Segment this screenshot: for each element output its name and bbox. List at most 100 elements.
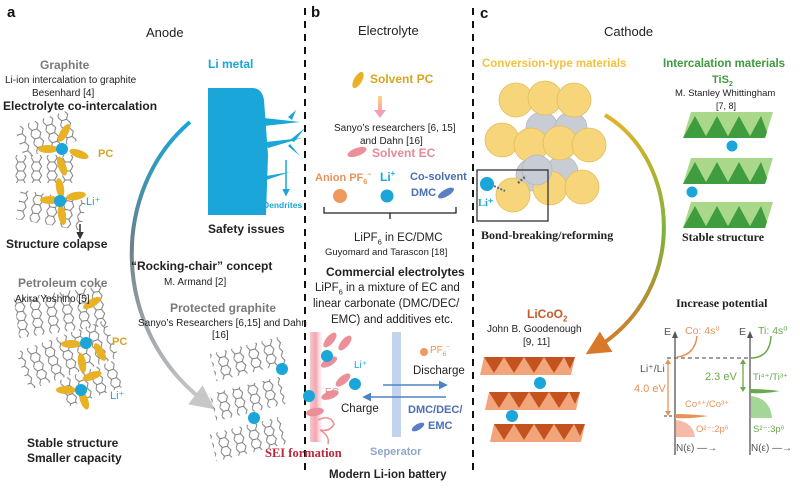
dmc-molecule-icon (438, 187, 454, 199)
tis2-formula: TiS2 (712, 74, 733, 89)
pc-label-2: PC (112, 336, 128, 348)
battery-ec-label: EC (325, 387, 339, 398)
whittingham-ref-2: [7, 8] (716, 101, 737, 111)
graphite-title: Graphite (40, 58, 90, 72)
li-ion-icon (276, 363, 288, 375)
petroleum-coke-illustration (13, 285, 123, 410)
anode-evolution-arrow (129, 120, 215, 410)
ti-axis-e-label: E (739, 326, 747, 338)
ti-4s-level-label: Ti: 4s⁰ (758, 325, 788, 337)
sei-layer (310, 332, 322, 442)
protected-graphite-title: Protected graphite (170, 301, 277, 315)
intercalation-materials-title: Intercalation materials (663, 58, 786, 70)
solvent-pc-molecule-icon (352, 71, 364, 89)
panel-b-letter: b (311, 4, 321, 21)
dmc-dec-label: DMC/DEC/ (408, 404, 463, 416)
li-ion-icon (321, 350, 333, 362)
petroleum-coke-title: Petroleum coke (18, 276, 108, 290)
pc-label: PC (98, 148, 114, 160)
anode-title: Anode (146, 25, 184, 40)
goodenough-ref: John B. Goodenough (487, 324, 582, 335)
charge-label: Charge (341, 403, 379, 415)
modern-li-ion-battery-caption: Modern Li-ion battery (329, 469, 447, 481)
bond-breaking-caption: Bond-breaking/reforming (481, 228, 614, 242)
sanyo-ref: Sanyo’s researchers [6, 15] (334, 123, 456, 134)
commercial-line-1-post: in a mixture of EC and (342, 282, 460, 294)
smaller-capacity-caption: Smaller capacity (27, 451, 122, 465)
panel-a-letter: a (7, 4, 16, 21)
pc-to-ec-arrow (378, 96, 382, 112)
bond-zoom-box (476, 169, 549, 222)
anion-sup: − (367, 170, 372, 179)
pf6-text: PF (430, 345, 443, 356)
li-ion-icon (54, 195, 66, 207)
li-ion-icon (480, 177, 494, 191)
co-axis-e-label: E (664, 326, 672, 338)
li-ion-icon (726, 140, 738, 152)
lipf6-text: LiPF (354, 232, 378, 244)
li-ion-icon (80, 337, 92, 349)
li-ion-icon (248, 412, 260, 424)
rocking-chair-ref: M. Armand [2] (164, 277, 227, 288)
structure-collapse-caption: Structure colapse (6, 237, 108, 251)
commercial-electrolytes-title: Commercial electrolytes (326, 265, 465, 279)
graphite-desc: Li-ion intercalation to graphite (5, 75, 137, 86)
stable-structure-cathode-caption: Stable structure (682, 230, 765, 244)
protected-graphite-ref: Sanyo’s Researchers [6,15] and Dahn (138, 318, 307, 329)
cathode-title: Cathode (604, 24, 654, 39)
petroleum-coke-ref: Akira Yoshino [5] (15, 294, 90, 305)
commercial-lipf6: LiPF (315, 282, 339, 294)
cointercalation-heading: Electrolyte co-intercalation (3, 99, 158, 113)
tis2-layers-illustration (683, 112, 773, 228)
anion-pf6-label: Anion PF6− (315, 170, 372, 187)
sanyo-ref-2: and Dahn [16] (360, 136, 423, 147)
conversion-material-illustration (476, 80, 607, 222)
li-reference-label: Li⁺/Li (640, 363, 665, 375)
licoo2-layers-illustration (480, 357, 585, 442)
goodenough-ref-2: [9, 11] (523, 337, 551, 348)
safety-issues-caption: Safety issues (208, 222, 285, 236)
co-dos-axis-label: N(ε) —→ (676, 443, 718, 454)
li-ion-icon (75, 384, 87, 396)
commercial-line-2: linear carbonate (DMC/DEC/ (313, 298, 460, 310)
li-ion-icon (534, 377, 546, 389)
dmc-label: DMC (411, 187, 437, 199)
energy-level-diagram (664, 331, 780, 455)
cosolvent-label: Co-solvent (410, 171, 467, 183)
lipf6-sub: 6 (377, 237, 382, 247)
licoo2-text: LiCoO (527, 307, 563, 321)
guyomard-ref: Guyomard and Tarascon [18] (325, 247, 448, 258)
li-ion-icon (349, 378, 361, 390)
sei-formation-label: SEI formation (265, 446, 342, 460)
li-text: Li (380, 170, 391, 184)
battery-pf6-label: PF6− (430, 344, 450, 358)
ti-gap-label: 2.3 eV (705, 371, 737, 383)
graphite-cointercalation-illustration (14, 109, 89, 240)
li-ion-icon (303, 390, 315, 402)
pf6-sub: 6 (442, 351, 447, 358)
cathode-evolution-arrow (585, 113, 666, 355)
co-couple-label: Co⁴⁺/Co³⁺ (685, 399, 730, 410)
separator-label: Seperator (370, 446, 422, 458)
whittingham-ref: M. Stanley Whittingham (675, 88, 776, 99)
li-sup: + (390, 169, 396, 178)
anion-sub: 6 (363, 178, 368, 187)
conversion-type-title: Conversion-type materials (482, 58, 627, 70)
li-ion-icon (380, 189, 394, 203)
protected-graphite-ref-2: [16] (212, 330, 229, 341)
li-label: Li⁺ (86, 196, 101, 208)
li-ion-icon (506, 410, 518, 422)
o-2p-band-label: O²⁻:2p⁶ (696, 424, 729, 435)
commercial-lipf6-sub: 6 (338, 287, 343, 297)
li-metal-title: Li metal (208, 57, 254, 71)
ti-dos-axis-label: N(ε) —→ (751, 443, 793, 454)
rocking-chair-title: “Rocking-chair” concept (131, 259, 273, 273)
dendrites-label: Dendrites (263, 200, 303, 210)
commercial-line-3: EMC) and additives etc. (331, 314, 454, 326)
stable-structure-caption: Stable structure (27, 436, 119, 450)
tis2-sub: 2 (728, 80, 733, 89)
battery-li-label: Li⁺ (354, 360, 368, 371)
li-metal-dendrites-illustration (208, 88, 305, 215)
conversion-li-label: Li⁺ (478, 198, 494, 209)
panel-c-letter: c (480, 5, 489, 22)
